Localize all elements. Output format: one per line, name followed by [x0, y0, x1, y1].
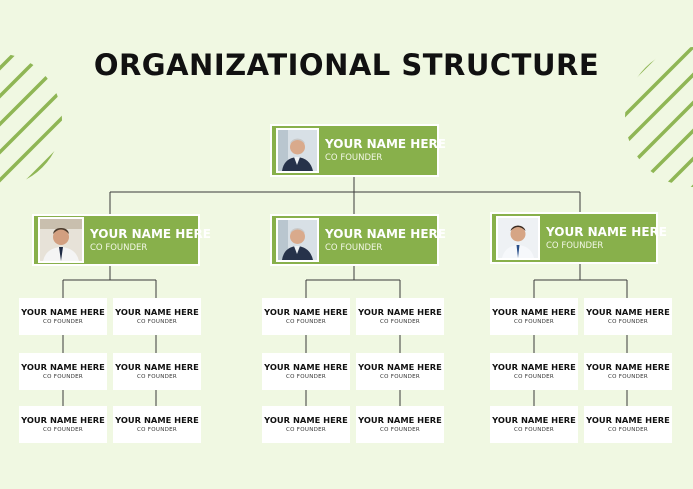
- manager-name: YOUR NAME HERE: [90, 226, 211, 241]
- staff-role: CO FOUNDER: [513, 319, 555, 325]
- man-portrait-icon: [496, 216, 540, 260]
- staff-role: CO FOUNDER: [285, 319, 327, 325]
- staff-role: CO FOUNDER: [607, 427, 649, 433]
- staff-card: YOUR NAME HERE CO FOUNDER: [19, 353, 107, 390]
- staff-card: YOUR NAME HERE CO FOUNDER: [490, 406, 578, 443]
- staff-role: CO FOUNDER: [379, 374, 421, 380]
- staff-role: CO FOUNDER: [136, 374, 178, 380]
- staff-card: YOUR NAME HERE CO FOUNDER: [19, 406, 107, 443]
- staff-card: YOUR NAME HERE CO FOUNDER: [262, 406, 350, 443]
- staff-role: CO FOUNDER: [42, 374, 84, 380]
- page-title: ORGANIZATIONAL STRUCTURE: [93, 48, 600, 82]
- manager-role: CO FOUNDER: [546, 240, 604, 251]
- staff-role: CO FOUNDER: [136, 427, 178, 433]
- staff-card: YOUR NAME HERE CO FOUNDER: [490, 353, 578, 390]
- staff-name: YOUR NAME HERE: [264, 362, 348, 372]
- staff-card: YOUR NAME HERE CO FOUNDER: [584, 353, 672, 390]
- man-portrait-icon: [276, 218, 319, 262]
- manager-role: CO FOUNDER: [325, 242, 383, 253]
- staff-name: YOUR NAME HERE: [358, 362, 442, 372]
- staff-name: YOUR NAME HERE: [115, 415, 199, 425]
- staff-name: YOUR NAME HERE: [264, 415, 348, 425]
- staff-role: CO FOUNDER: [607, 374, 649, 380]
- root-name: YOUR NAME HERE: [325, 137, 446, 151]
- staff-card: YOUR NAME HERE CO FOUNDER: [113, 406, 201, 443]
- staff-name: YOUR NAME HERE: [358, 307, 442, 317]
- staff-card: YOUR NAME HERE CO FOUNDER: [584, 406, 672, 443]
- staff-card: YOUR NAME HERE CO FOUNDER: [113, 298, 201, 335]
- staff-name: YOUR NAME HERE: [21, 307, 105, 317]
- staff-role: CO FOUNDER: [42, 427, 84, 433]
- root-card: YOUR NAME HERE CO FOUNDER: [270, 124, 446, 177]
- staff-name: YOUR NAME HERE: [586, 307, 670, 317]
- staff-name: YOUR NAME HERE: [115, 307, 199, 317]
- staff-role: CO FOUNDER: [379, 427, 421, 433]
- staff-name: YOUR NAME HERE: [358, 415, 442, 425]
- staff-role: CO FOUNDER: [285, 374, 327, 380]
- staff-name: YOUR NAME HERE: [21, 415, 105, 425]
- staff-card: YOUR NAME HERE CO FOUNDER: [356, 353, 444, 390]
- root-role: CO FOUNDER: [325, 153, 383, 163]
- staff-name: YOUR NAME HERE: [264, 307, 348, 317]
- staff-role: CO FOUNDER: [42, 319, 84, 325]
- staff-name: YOUR NAME HERE: [586, 362, 670, 372]
- staff-name: YOUR NAME HERE: [492, 362, 576, 372]
- staff-card: YOUR NAME HERE CO FOUNDER: [584, 298, 672, 335]
- staff-card: YOUR NAME HERE CO FOUNDER: [490, 298, 578, 335]
- staff-card: YOUR NAME HERE CO FOUNDER: [262, 353, 350, 390]
- manager-role: CO FOUNDER: [90, 242, 148, 253]
- staff-name: YOUR NAME HERE: [492, 307, 576, 317]
- staff-role: CO FOUNDER: [513, 427, 555, 433]
- manager-name: YOUR NAME HERE: [325, 226, 446, 241]
- manager-card: YOUR NAME HERE CO FOUNDER: [270, 214, 446, 266]
- man-portrait-icon: [276, 128, 319, 173]
- man-portrait-icon: [38, 217, 84, 263]
- staff-card: YOUR NAME HERE CO FOUNDER: [356, 298, 444, 335]
- staff-name: YOUR NAME HERE: [115, 362, 199, 372]
- manager-card: YOUR NAME HERE CO FOUNDER: [490, 212, 667, 264]
- staff-name: YOUR NAME HERE: [21, 362, 105, 372]
- staff-card: YOUR NAME HERE CO FOUNDER: [356, 406, 444, 443]
- staff-card: YOUR NAME HERE CO FOUNDER: [19, 298, 107, 335]
- manager-card: YOUR NAME HERE CO FOUNDER: [32, 214, 211, 266]
- manager-name: YOUR NAME HERE: [546, 224, 667, 239]
- staff-name: YOUR NAME HERE: [586, 415, 670, 425]
- staff-role: CO FOUNDER: [513, 374, 555, 380]
- staff-card: YOUR NAME HERE CO FOUNDER: [113, 353, 201, 390]
- staff-role: CO FOUNDER: [285, 427, 327, 433]
- staff-role: CO FOUNDER: [379, 319, 421, 325]
- staff-name: YOUR NAME HERE: [492, 415, 576, 425]
- staff-role: CO FOUNDER: [607, 319, 649, 325]
- staff-card: YOUR NAME HERE CO FOUNDER: [262, 298, 350, 335]
- staff-role: CO FOUNDER: [136, 319, 178, 325]
